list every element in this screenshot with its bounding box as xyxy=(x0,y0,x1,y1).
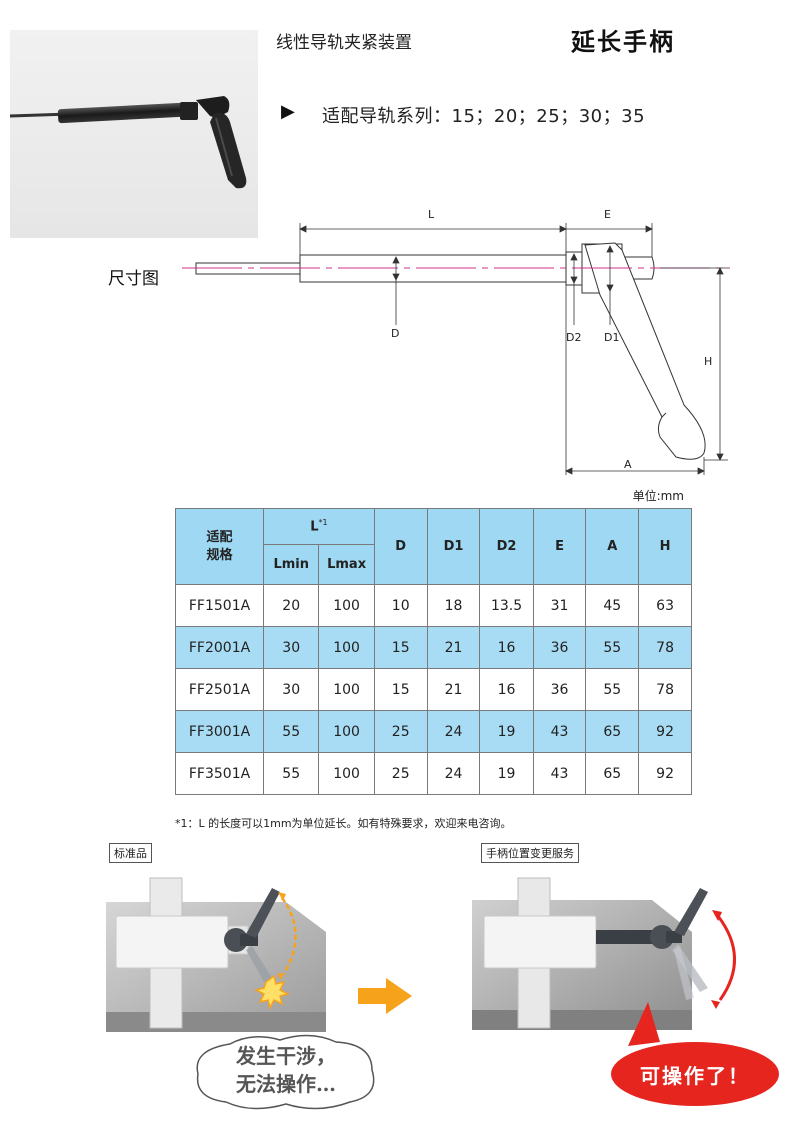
dim-label-D1: D1 xyxy=(604,331,620,344)
spec-table: 适配 规格 L*1 D D1 D2 E A H Lmin Lmax FF1501… xyxy=(174,508,692,795)
operable-bubble xyxy=(611,1002,779,1106)
unit-label: 单位:mm xyxy=(632,489,684,503)
dimension-drawing-title: 尺寸图 xyxy=(108,269,159,289)
table-cell: 16 xyxy=(479,668,534,711)
col-header-D1: D1 xyxy=(426,508,481,585)
table-cell: 36 xyxy=(532,626,587,669)
table-cell: FF2501A xyxy=(174,668,265,711)
dim-label-D: D xyxy=(391,327,400,340)
table-row: FF3001A 55 100 25 24 19 43 65 92 xyxy=(174,710,692,753)
col-header-E: E xyxy=(532,508,587,585)
table-cell: 92 xyxy=(638,752,692,795)
standard-product-tag: 标准品 xyxy=(109,843,152,863)
table-cell: 78 xyxy=(638,668,692,711)
dimension-drawing xyxy=(182,223,730,475)
table-cell: 24 xyxy=(426,710,481,753)
handle-change-service-tag: 手柄位置变更服务 xyxy=(481,843,579,863)
table-cell: 100 xyxy=(318,584,375,627)
table-cell: FF2001A xyxy=(174,626,265,669)
interference-line-2: 无法操作… xyxy=(236,1072,336,1096)
operable-bubble-text: 可操作了！ xyxy=(640,1064,750,1088)
dim-label-L: L xyxy=(428,208,435,221)
col-header-D: D xyxy=(373,508,428,585)
col-header-L: L*1 xyxy=(263,508,375,545)
table-cell: 43 xyxy=(532,710,587,753)
col-header-L-label: L xyxy=(310,519,319,535)
table-cell: 100 xyxy=(318,626,375,669)
table-cell: 13.5 xyxy=(479,584,534,627)
table-cell: 19 xyxy=(479,752,534,795)
table-cell: 65 xyxy=(585,710,640,753)
table-row: FF2001A 30 100 15 21 16 36 55 78 xyxy=(174,626,692,669)
col-header-D2: D2 xyxy=(479,508,534,585)
table-cell: FF3001A xyxy=(174,710,265,753)
table-cell: 16 xyxy=(479,626,534,669)
table-row: FF1501A 20 100 10 18 13.5 31 45 63 xyxy=(174,584,692,627)
table-cell: 25 xyxy=(373,710,428,753)
table-row: FF2501A 30 100 15 21 16 36 55 78 xyxy=(174,668,692,711)
rail-series-label: 适配导轨系列：15；20；25；30；35 xyxy=(322,106,646,127)
interference-bubble-text: 发生干涉， 无法操作… xyxy=(198,1042,374,1098)
interference-line-1: 发生干涉， xyxy=(236,1044,336,1068)
table-cell: 100 xyxy=(318,752,375,795)
standard-product-illustration xyxy=(106,877,326,1032)
table-cell: 55 xyxy=(585,668,640,711)
dim-label-D2: D2 xyxy=(566,331,582,344)
table-cell: 78 xyxy=(638,626,692,669)
col-header-A: A xyxy=(585,508,640,585)
table-cell: 63 xyxy=(638,584,692,627)
table-cell: 15 xyxy=(373,668,428,711)
dim-label-H: H xyxy=(704,355,713,368)
right-arrow-icon xyxy=(358,978,412,1014)
col-header-H: H xyxy=(638,508,692,585)
product-subtitle: 线性导轨夹紧装置 xyxy=(276,33,412,53)
table-cell: 55 xyxy=(585,626,640,669)
table-cell: 10 xyxy=(373,584,428,627)
table-cell: 65 xyxy=(585,752,640,795)
dim-label-E: E xyxy=(604,208,611,221)
table-row: FF3501A 55 100 25 24 19 43 65 92 xyxy=(174,752,692,795)
table-cell: 36 xyxy=(532,668,587,711)
table-cell: 100 xyxy=(318,668,375,711)
footnote: *1：L 的长度可以1mm为单位延长。如有特殊要求，欢迎来电咨询。 xyxy=(175,817,512,830)
table-cell: FF1501A xyxy=(174,584,265,627)
table-cell: 20 xyxy=(263,584,320,627)
table-cell: 18 xyxy=(426,584,481,627)
table-cell: 25 xyxy=(373,752,428,795)
table-cell: 55 xyxy=(263,710,320,753)
table-cell: 19 xyxy=(479,710,534,753)
col-header-Lmin: Lmin xyxy=(263,544,320,585)
product-photo xyxy=(10,30,258,238)
page-title: 延长手柄 xyxy=(571,28,675,56)
table-cell: 92 xyxy=(638,710,692,753)
interference-bubble xyxy=(196,1034,375,1110)
handle-change-illustration xyxy=(472,877,736,1030)
table-cell: 43 xyxy=(532,752,587,795)
col-header-Lmax: Lmax xyxy=(318,544,375,585)
col-header-L-note: *1 xyxy=(318,518,328,528)
table-cell: FF3501A xyxy=(174,752,265,795)
dim-label-A: A xyxy=(624,458,632,471)
table-cell: 15 xyxy=(373,626,428,669)
right-triangle-icon: ▶ xyxy=(281,101,295,122)
table-cell: 45 xyxy=(585,584,640,627)
table-cell: 55 xyxy=(263,752,320,795)
table-cell: 30 xyxy=(263,626,320,669)
table-cell: 24 xyxy=(426,752,481,795)
table-cell: 100 xyxy=(318,710,375,753)
table-cell: 31 xyxy=(532,584,587,627)
table-cell: 30 xyxy=(263,668,320,711)
table-cell: 21 xyxy=(426,626,481,669)
col-header-spec: 适配 规格 xyxy=(174,508,265,585)
table-cell: 21 xyxy=(426,668,481,711)
